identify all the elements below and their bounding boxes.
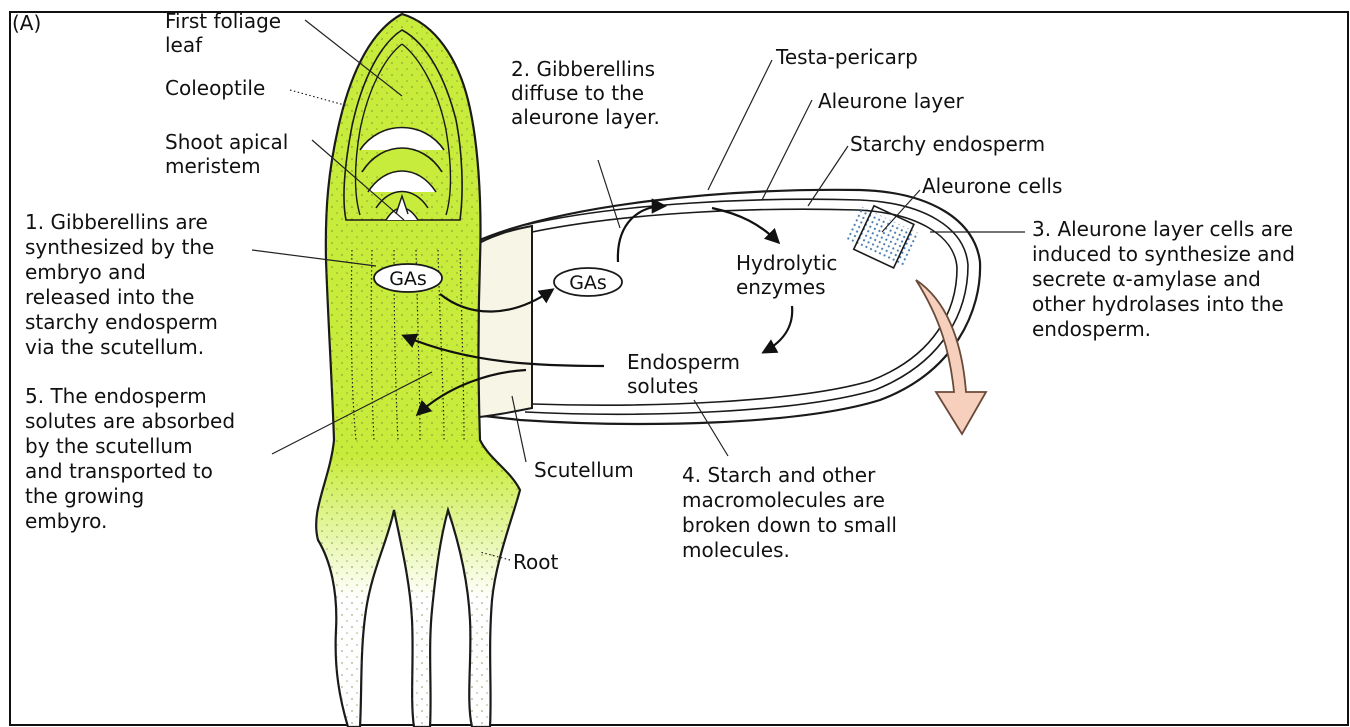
gas-endosperm-label: GAs (569, 272, 607, 294)
scutellum-label: Scutellum (534, 458, 634, 482)
starchy-endosperm-label: Starchy endosperm (850, 132, 1045, 156)
step2-text: 2. Gibberellins diffuse to the aleurone … (511, 57, 661, 129)
seed (475, 190, 980, 424)
testa-pericarp-outline (475, 190, 980, 424)
gas-embryo-label: GAs (389, 268, 427, 290)
step5-text: 5. The endosperm solutes are absorbed by… (25, 384, 241, 533)
coleoptile-label: Coleoptile (165, 76, 265, 100)
aleurone-layer-label: Aleurone layer (818, 89, 965, 113)
panel-label: (A) (12, 11, 41, 35)
first-foliage-leaf-label: First foliage leaf (165, 9, 287, 57)
aleurone-cells-label: Aleurone cells (922, 174, 1062, 198)
testa-pericarp-label: Testa-pericarp (775, 45, 918, 69)
root-label: Root (513, 550, 558, 574)
step3-text: 3. Aleurone layer cells are induced to s… (1032, 217, 1301, 341)
step4-text: 4. Starch and other macromolecules are b… (682, 463, 903, 562)
gas-embryo-badge: GAs (374, 264, 442, 292)
shoot-apical-meristem-label: Shoot apical meristem (165, 130, 295, 178)
gas-endosperm-badge: GAs (554, 268, 622, 296)
step1-text: 1. Gibberellins are synthesized by the e… (25, 210, 224, 359)
